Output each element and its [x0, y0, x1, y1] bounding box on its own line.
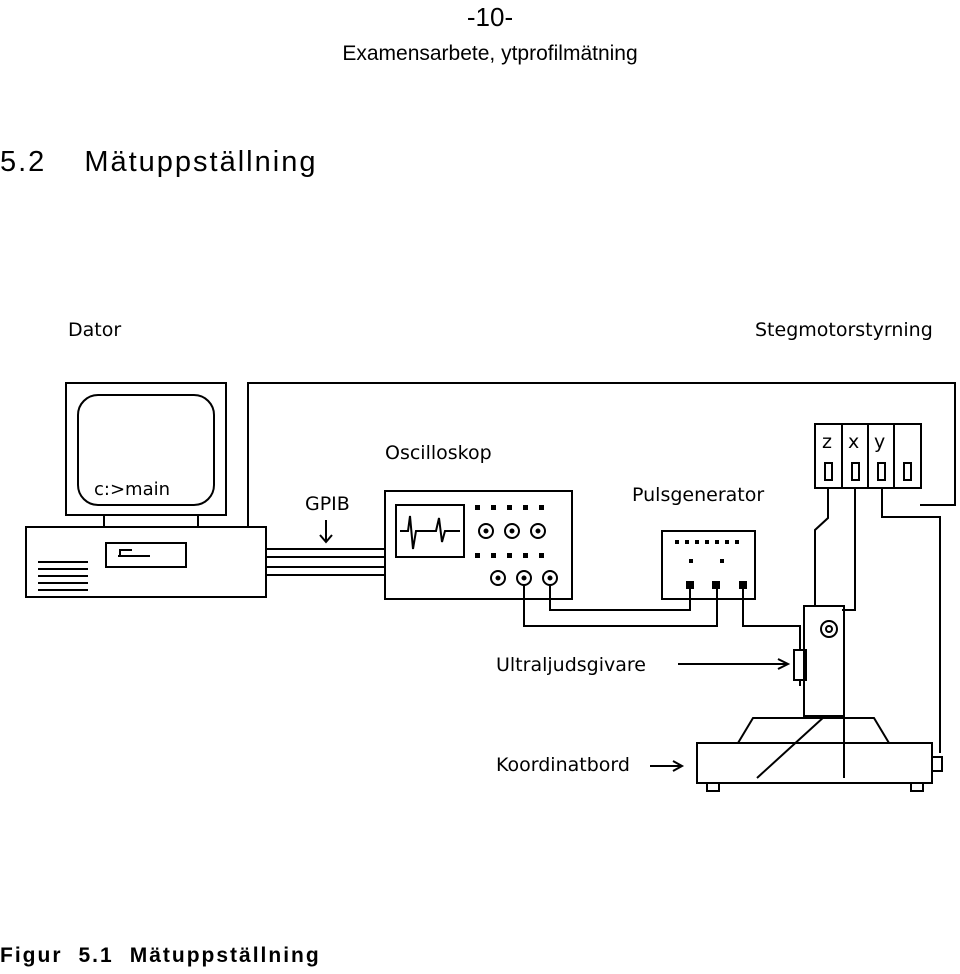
cable-z-axis — [814, 488, 829, 606]
cable-pulse-to-transducer — [742, 589, 801, 650]
computer-screen-text: c:>main — [94, 479, 170, 500]
caption-text: Mätuppställning — [129, 944, 321, 967]
pulse-generator — [661, 530, 756, 600]
computer-base — [25, 526, 267, 598]
axis-y-label: y — [874, 431, 885, 453]
pulse-generator-label: Pulsgenerator — [632, 484, 764, 506]
caption-number: 5.1 — [78, 944, 114, 967]
cable-computer-to-stepper — [247, 382, 956, 527]
gpib-bus — [266, 520, 385, 576]
transducer-arrow — [678, 658, 791, 670]
section-title: Mätuppställning — [84, 146, 318, 178]
axis-z-label: z — [822, 431, 832, 453]
oscilloscope-label: Oscilloskop — [385, 442, 492, 464]
coordinate-table — [696, 715, 943, 792]
oscilloscope — [384, 490, 573, 600]
document-title: Examensarbete, ytprofilmätning — [342, 42, 638, 65]
section-number: 5.2 — [0, 146, 47, 178]
page-number: -10- — [466, 2, 514, 32]
stepper-control-label: Stegmotorstyrning — [755, 319, 933, 341]
cable-y-axis — [881, 488, 941, 753]
gpib-label: GPIB — [305, 493, 350, 515]
transducer-label: Ultraljudsgivare — [496, 654, 646, 676]
section-heading: 5.2 Mätuppställning — [0, 146, 317, 179]
caption-prefix: Figur — [0, 944, 63, 967]
axis-x-label: x — [848, 431, 859, 453]
cable-osc-to-pulse-1 — [523, 585, 718, 627]
transducer-arm — [793, 605, 845, 717]
table-arrow — [650, 760, 685, 772]
computer-monitor: c:>main — [65, 382, 227, 528]
computer-label: Dator — [68, 319, 121, 341]
coordinate-table-label: Koordinatbord — [496, 754, 630, 776]
stepper-motor-control: z x y — [814, 423, 922, 489]
figure-caption: Figur 5.1 Mätuppställning — [0, 944, 337, 968]
cable-x-axis — [842, 488, 856, 611]
cable-osc-to-pulse-2 — [549, 585, 691, 611]
